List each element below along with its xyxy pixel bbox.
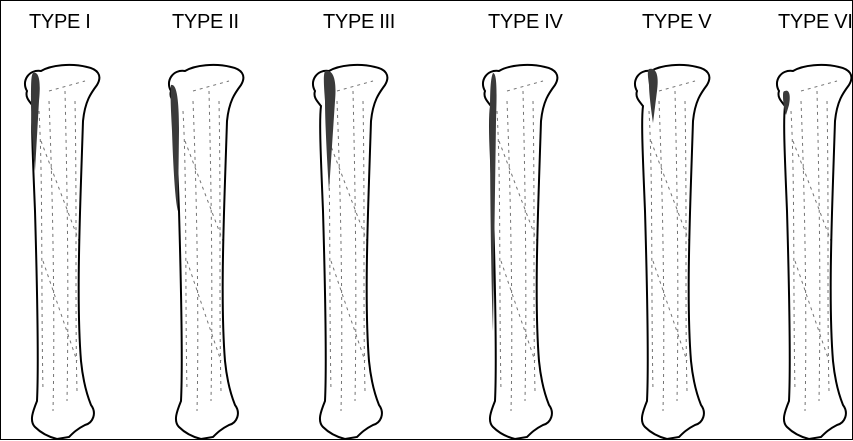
bone-outline (777, 65, 851, 439)
tibia-illustration-type-4 (477, 61, 561, 441)
label-type-2: TYPE II (172, 11, 239, 34)
tibia-illustration-type-5 (629, 61, 713, 441)
bone-outline (169, 65, 243, 439)
tibia-illustration-type-2 (163, 61, 247, 441)
label-type-4: TYPE IV (488, 11, 563, 34)
label-type-1: TYPE I (29, 11, 91, 34)
highlight-region (171, 85, 179, 211)
bone-outline (635, 65, 709, 439)
tibia-illustration-type-1 (19, 61, 103, 441)
tibia-illustration-type-6 (771, 61, 853, 441)
tibia-illustration-type-3 (307, 61, 391, 441)
label-type-6: TYPE VI (778, 11, 853, 34)
bone-outline (313, 65, 387, 439)
label-type-3: TYPE III (323, 11, 395, 34)
label-type-5: TYPE V (642, 11, 711, 34)
